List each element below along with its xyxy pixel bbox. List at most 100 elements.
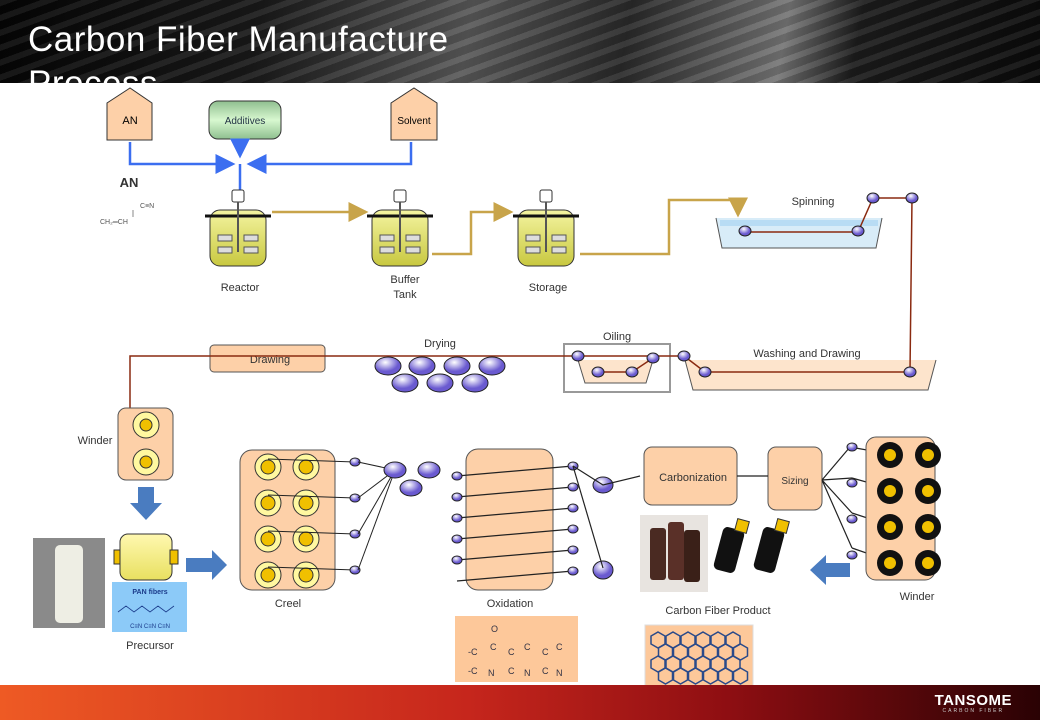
footer-bar: TANSOME CARBON FIBER [0,685,1040,720]
solvent-label: Solvent [397,116,431,127]
feed-lines [128,138,413,190]
drying-label: Drying [424,338,456,350]
an-formula-bottom: CH₂═CH [100,219,128,226]
svg-text:C: C [556,642,563,652]
solvent-feed-tank: Solvent [390,87,438,141]
roller-icon [698,366,712,378]
roller-icon [391,373,419,393]
roller-icon [451,555,463,565]
carbon-fiber-product-label: Carbon Fiber Product [665,605,770,617]
svg-text:O: O [491,624,498,634]
roller-icon [451,534,463,544]
precursor-label: Precursor [126,640,174,652]
hexagon-ring [717,667,734,685]
oiling-box [563,343,671,393]
hexagon-ring [657,667,674,685]
svg-text:N: N [524,668,531,678]
buffer-tank-vessel [367,189,433,267]
roller-icon [846,478,858,488]
svg-text:C: C [508,647,515,657]
roller-icon [451,513,463,523]
right-arrow-icon [186,550,227,580]
storage-vessel [513,189,579,267]
header-banner: Carbon Fiber Manufacture Process [0,0,1040,83]
svg-text:C: C [542,647,549,657]
pan-cn-groups: C≡N C≡N C≡N [130,624,170,630]
graphitic-structure-diagram [644,624,754,691]
roller-icon [417,461,441,479]
roller-icon [851,225,865,237]
svg-text:N: N [488,668,495,678]
roller-icon [592,560,614,580]
hexagon-ring [687,667,704,685]
roller-icon [349,565,361,575]
storage-label: Storage [529,282,568,294]
roller-icon [374,356,402,376]
oxidation-label: Oxidation [487,598,533,610]
an-feed-tank: AN [106,87,153,141]
oiling-label: Oiling [603,331,631,343]
washing-bath [684,359,937,391]
precursor-photo [33,538,105,628]
sizing-unit [767,446,823,511]
roller-icon [571,350,585,362]
spinning-bath [715,217,883,249]
carbonization-label: Carbonization [659,472,727,484]
roller-icon [567,482,579,492]
roller-icon [383,461,407,479]
svg-text:C: C [542,666,549,676]
roller-icon [451,492,463,502]
precursor-bobbin-icon [113,533,179,581]
page-title: Carbon Fiber Manufacture Process [28,20,449,83]
roller-icon [567,503,579,513]
roller-icon [451,471,463,481]
an-formula-top: C≡N [140,203,154,210]
roller-icon [567,566,579,576]
svg-text:-C: -C [468,647,478,657]
oxidation-oven [465,448,554,591]
svg-text:C: C [524,642,531,652]
additives-label: Additives [225,116,266,127]
buffer-tank-label-2: Tank [393,289,417,301]
roller-icon [646,352,660,364]
roller-icon [625,366,639,378]
winder-right-unit [865,436,936,581]
hexagon-ring [732,667,749,685]
roller-icon [677,350,691,362]
drawing-label: Drawing [250,354,290,366]
roller-icon [846,550,858,560]
an-label: AN [122,115,137,127]
roller-icon [349,493,361,503]
roller-icon [567,545,579,555]
creel-label: Creel [275,598,301,610]
carbon-spool-icons [713,518,790,573]
svg-text:-C: -C [468,666,478,676]
an-formula-title: AN [120,175,139,190]
carbon-fiber-product-photo [640,515,708,592]
roller-icon [443,356,471,376]
roller-icon [905,192,919,204]
roller-icon [399,479,423,497]
creel-unit [239,449,336,591]
spinning-label: Spinning [792,196,835,208]
roller-icon [846,442,858,452]
winder-right-label: Winder [900,591,935,603]
left-arrow-icon [810,555,850,585]
roller-icon [408,356,436,376]
winder-left-label: Winder [78,435,113,447]
roller-icon [426,373,454,393]
svg-text:C: C [508,666,515,676]
reactor-vessel [205,189,271,267]
sizing-label: Sizing [781,476,808,487]
roller-icon [866,192,880,204]
svg-text:C: C [490,642,497,652]
tansome-logo: TANSOME CARBON FIBER [934,692,1012,714]
roller-icon [478,356,506,376]
transfer-lines [272,197,748,256]
winder-left-spools [132,411,160,476]
hexagon-ring [702,667,719,685]
pan-fibers-label: PAN fibers [132,589,167,596]
roller-icon [567,524,579,534]
